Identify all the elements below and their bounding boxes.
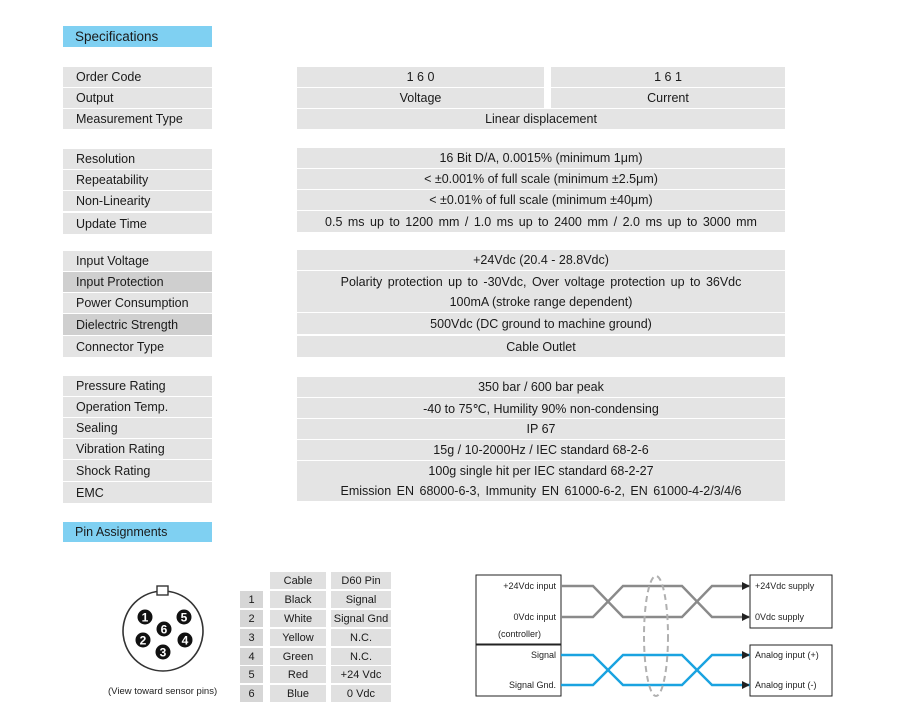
value-operation-temp: -40 to 75℃, Humility 90% non-condensing	[297, 398, 785, 418]
label-analog-minus: Analog input (-)	[755, 680, 817, 690]
label-sealing: Sealing	[63, 418, 212, 438]
connector-face-diagram: 1 5 6 2 4 3	[122, 585, 204, 672]
pin-row-3-number: 3	[240, 629, 263, 646]
pin-row-2-cable: White	[270, 610, 326, 627]
value-pressure-rating: 350 bar / 600 bar peak	[297, 377, 785, 397]
value-sealing: IP 67	[297, 419, 785, 439]
signal-wires	[561, 653, 750, 687]
pin-4: 4	[177, 632, 193, 648]
svg-text:5: 5	[181, 611, 188, 625]
pin-row-1-d60: Signal	[331, 591, 391, 608]
pin-6: 6	[156, 621, 172, 637]
label-order-code: Order Code	[63, 67, 212, 87]
value-vibration-rating: 15g / 10-2000Hz / IEC standard 68-2-6	[297, 440, 785, 460]
label-pressure-rating: Pressure Rating	[63, 376, 212, 396]
wiring-diagram: +24Vdc input 0Vdc input (controller) Sig…	[475, 574, 833, 697]
value-shock-rating: 100g single hit per IEC standard 68-2-27	[297, 461, 785, 481]
label-analog-plus: Analog input (+)	[755, 650, 819, 660]
label-controller: (controller)	[498, 629, 541, 639]
analog-input-box	[749, 644, 833, 697]
pin-row-6-cable: Blue	[270, 685, 326, 702]
output-current: Current	[551, 88, 785, 108]
specifications-heading: Specifications	[63, 26, 212, 47]
label-resolution: Resolution	[63, 149, 212, 169]
cable-shield-icon	[643, 575, 669, 697]
pin-3: 3	[155, 644, 171, 660]
value-input-voltage: +24Vdc (20.4 - 28.8Vdc)	[297, 250, 785, 270]
pin-row-6-d60: 0 Vdc	[331, 685, 391, 702]
pin-row-4-cable: Green	[270, 648, 326, 665]
controller-power-box	[475, 574, 562, 645]
pin-table-header-d60: D60 Pin	[331, 572, 391, 589]
value-resolution: 16 Bit D/A, 0.0015% (minimum 1μm)	[297, 148, 785, 168]
pin-row-5-number: 5	[240, 666, 263, 683]
pin-row-5-cable: Red	[270, 666, 326, 683]
pin-row-1-cable: Black	[270, 591, 326, 608]
pin-table-header-cable: Cable	[270, 572, 326, 589]
pin-5: 5	[176, 609, 192, 625]
pin-row-3-cable: Yellow	[270, 629, 326, 646]
svg-text:6: 6	[161, 623, 168, 637]
pin-assignments-heading: Pin Assignments	[63, 522, 212, 542]
value-emc: Emission EN 68000-6-3, Immunity EN 61000…	[297, 481, 785, 501]
connector-key-icon	[156, 585, 169, 596]
label-input-voltage: Input Voltage	[63, 251, 212, 271]
svg-text:2: 2	[140, 634, 147, 648]
pin-row-2-d60: Signal Gnd	[331, 610, 391, 627]
pin-row-3-d60: N.C.	[331, 629, 391, 646]
connector-caption: (View toward sensor pins)	[108, 686, 218, 697]
controller-signal-box	[475, 644, 562, 697]
arrow-icon	[742, 651, 750, 659]
label-output: Output	[63, 88, 212, 108]
supply-box	[749, 574, 833, 629]
arrow-icons	[742, 582, 750, 689]
value-input-protection: Polarity protection up to -30Vdc, Over v…	[297, 271, 785, 292]
label-connector-type: Connector Type	[63, 336, 212, 357]
order-code-161: 1 6 1	[551, 67, 785, 87]
label-0v-supply: 0Vdc supply	[755, 612, 805, 622]
value-non-linearity: < ±0.01% of full scale (minimum ±40μm)	[297, 190, 785, 210]
arrow-icon	[742, 613, 750, 621]
label-update-time: Update Time	[63, 213, 212, 234]
label-repeatability: Repeatability	[63, 170, 212, 190]
label-signal: Signal	[531, 650, 556, 660]
label-operation-temp: Operation Temp.	[63, 397, 212, 417]
value-dielectric-strength: 500Vdc (DC ground to machine ground)	[297, 313, 785, 334]
label-power-consumption: Power Consumption	[63, 293, 212, 313]
pin-row-6-number: 6	[240, 685, 263, 702]
label-vibration-rating: Vibration Rating	[63, 439, 212, 459]
power-wires	[561, 584, 750, 619]
label-emc: EMC	[63, 482, 212, 503]
label-measurement-type: Measurement Type	[63, 109, 212, 129]
pin-row-4-d60: N.C.	[331, 648, 391, 665]
value-power-consumption: 100mA (stroke range dependent)	[297, 292, 785, 312]
svg-text:1: 1	[142, 611, 149, 625]
pin-row-4-number: 4	[240, 648, 263, 665]
order-code-160: 1 6 0	[297, 67, 544, 87]
label-shock-rating: Shock Rating	[63, 460, 212, 481]
svg-text:4: 4	[182, 634, 189, 648]
value-measurement-type: Linear displacement	[297, 109, 785, 129]
pin-2: 2	[135, 632, 151, 648]
label-24v-input: +24Vdc input	[503, 581, 556, 591]
pin-row-1-number: 1	[240, 591, 263, 608]
label-dielectric-strength: Dielectric Strength	[63, 314, 212, 335]
pin-row-2-number: 2	[240, 610, 263, 627]
label-signal-gnd: Signal Gnd.	[509, 680, 556, 690]
label-0v-input: 0Vdc input	[513, 612, 556, 622]
value-update-time: 0.5 ms up to 1200 mm / 1.0 ms up to 2400…	[297, 211, 785, 232]
value-connector-type: Cable Outlet	[297, 336, 785, 357]
label-24v-supply: +24Vdc supply	[755, 581, 815, 591]
pin-1: 1	[137, 609, 153, 625]
arrow-icon	[742, 681, 750, 689]
arrow-icon	[742, 582, 750, 590]
svg-text:3: 3	[160, 646, 167, 660]
output-voltage: Voltage	[297, 88, 544, 108]
label-input-protection: Input Protection	[63, 272, 212, 292]
value-repeatability: < ±0.001% of full scale (minimum ±2.5μm)	[297, 169, 785, 189]
label-non-linearity: Non-Linearity	[63, 191, 212, 211]
pin-row-5-d60: +24 Vdc	[331, 666, 391, 683]
